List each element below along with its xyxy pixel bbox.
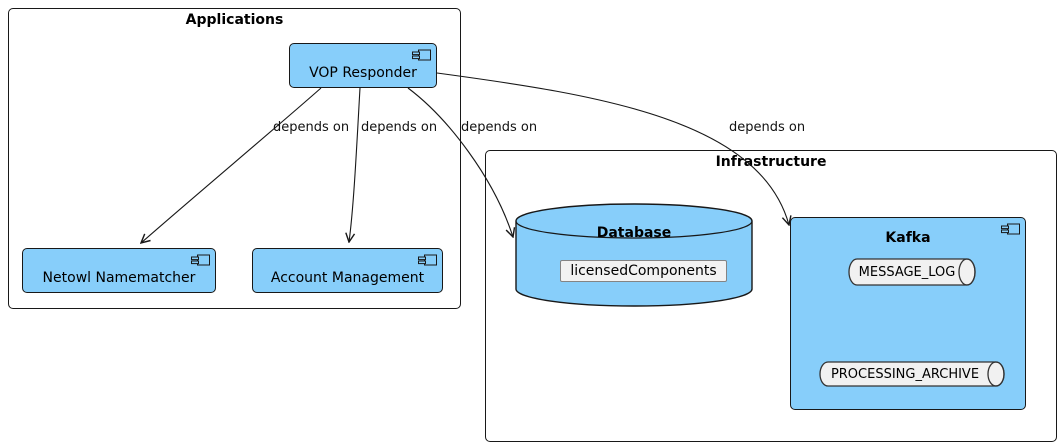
component-label: Account Management [270, 270, 425, 286]
kafka-title: Kafka [885, 230, 931, 246]
queue-processing-archive-label: PROCESSING_ARCHIVE [830, 367, 980, 382]
component-icon [412, 49, 431, 61]
queue-message-log-label: MESSAGE_LOG [858, 264, 956, 280]
database-cylinder-icon [515, 203, 753, 307]
edge-label-depends-on: depends on [361, 120, 438, 135]
edge-label-depends-on: depends on [461, 120, 538, 135]
component-label: VOP Responder [309, 65, 417, 81]
component-icon [191, 254, 210, 266]
queue-icon [848, 258, 976, 286]
edge-label-depends-on: depends on [729, 120, 806, 135]
package-infrastructure-title: Infrastructure [715, 154, 827, 170]
package-applications-title: Applications [185, 12, 284, 28]
component-icon [418, 254, 437, 266]
edge-label-depends-on: depends on [273, 120, 350, 135]
component-label: Netowl Namematcher [42, 270, 196, 286]
database-title: Database [596, 225, 672, 241]
component-icon [1001, 223, 1020, 235]
component-netowl-namematcher: Netowl Namematcher [22, 248, 216, 293]
component-account-management: Account Management [252, 248, 443, 293]
queue-icon [819, 361, 1005, 387]
database-artifact: licensedComponents [560, 260, 727, 282]
component-vop-responder: VOP Responder [289, 43, 437, 88]
